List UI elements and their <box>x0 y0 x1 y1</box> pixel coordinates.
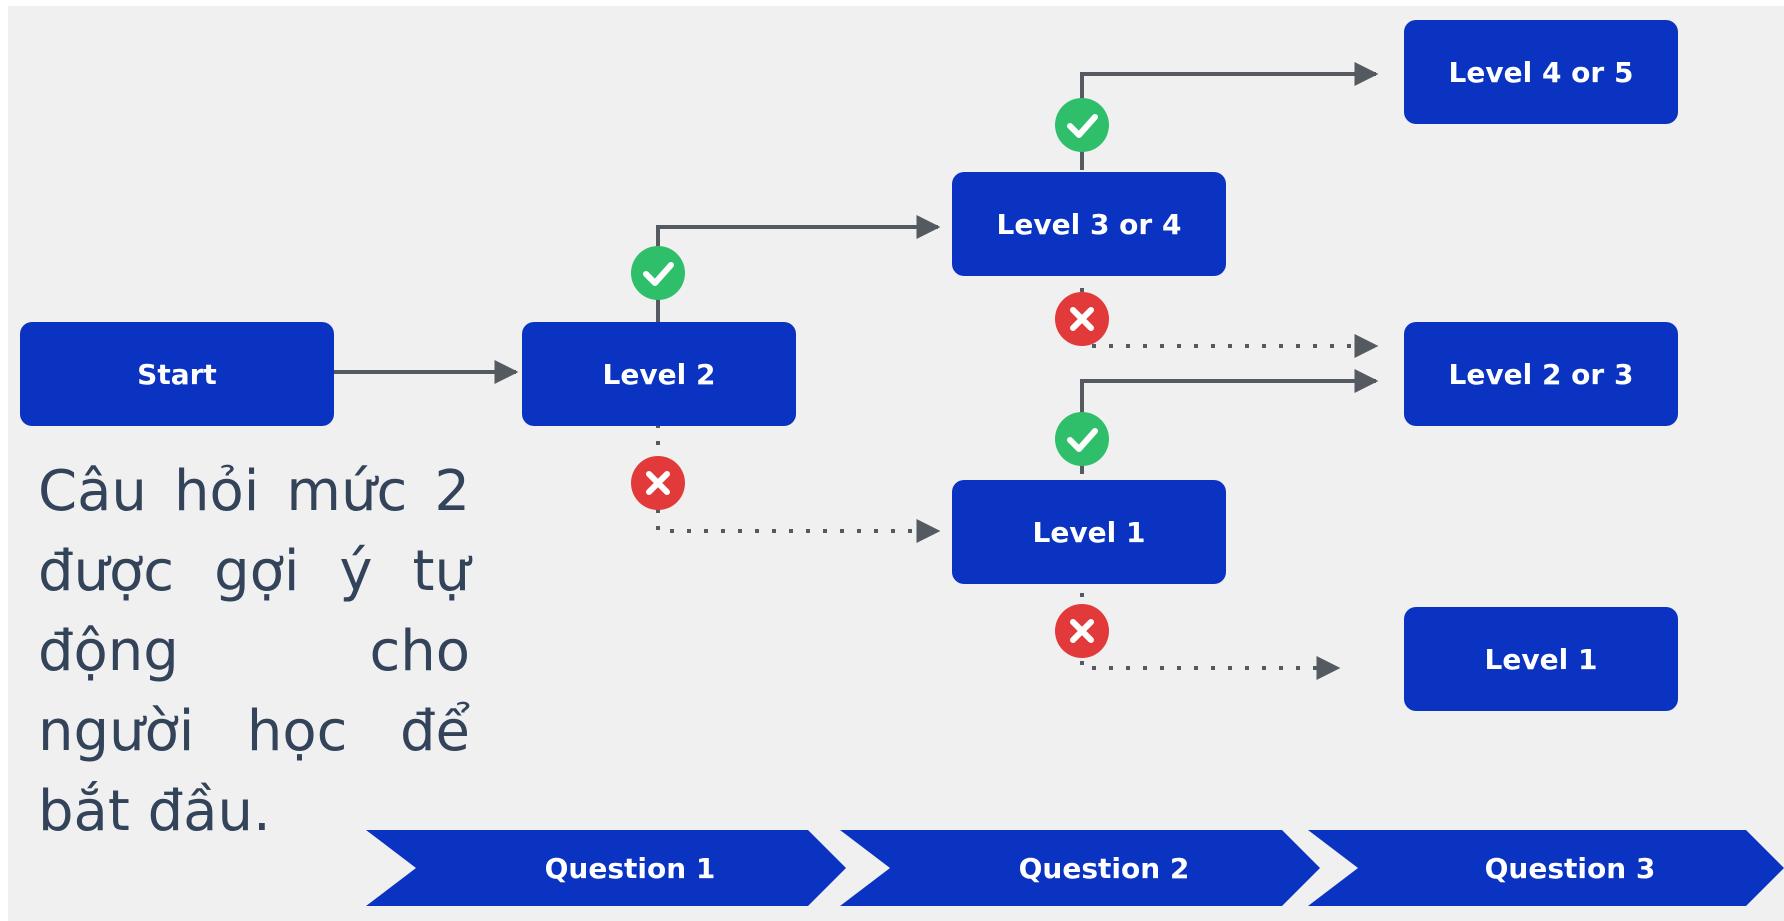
node-level2or3: Level 2 or 3 <box>1404 322 1678 426</box>
arrow-level2-correct <box>656 215 941 322</box>
node-level1-end: Level 1 <box>1404 607 1678 711</box>
stage-chevron: Question 1 <box>366 830 846 906</box>
node-level1-mid: Level 1 <box>952 480 1226 584</box>
arrow-level3or4-correct <box>1080 62 1379 170</box>
node-level3or4: Level 3 or 4 <box>952 172 1226 276</box>
stage-label: Question 1 <box>544 851 716 885</box>
arrow-level2-wrong <box>656 424 941 543</box>
x-circle-icon <box>1055 292 1109 346</box>
check-circle-icon <box>1055 412 1109 466</box>
diagram-canvas: Start Level 2 Level 3 or 4 Level 1 Level… <box>8 6 1784 921</box>
stage-chevron: Question 3 <box>1308 830 1784 906</box>
stage-label: Question 3 <box>1484 851 1656 885</box>
stage-chevron: Question 2 <box>840 830 1320 906</box>
stage-label: Question 2 <box>1018 851 1190 885</box>
x-circle-icon <box>1055 604 1109 658</box>
arrow-level1-wrong <box>1080 576 1341 680</box>
node-start: Start <box>20 322 334 426</box>
x-circle-icon <box>631 456 685 510</box>
arrow-level1-correct <box>1080 369 1379 474</box>
check-circle-icon <box>631 246 685 300</box>
caption-text: Câu hỏi mức 2 được gợi ý tự động cho ngư… <box>38 459 470 844</box>
node-level2: Level 2 <box>522 322 796 426</box>
check-circle-icon <box>1055 98 1109 152</box>
node-level4or5: Level 4 or 5 <box>1404 20 1678 124</box>
